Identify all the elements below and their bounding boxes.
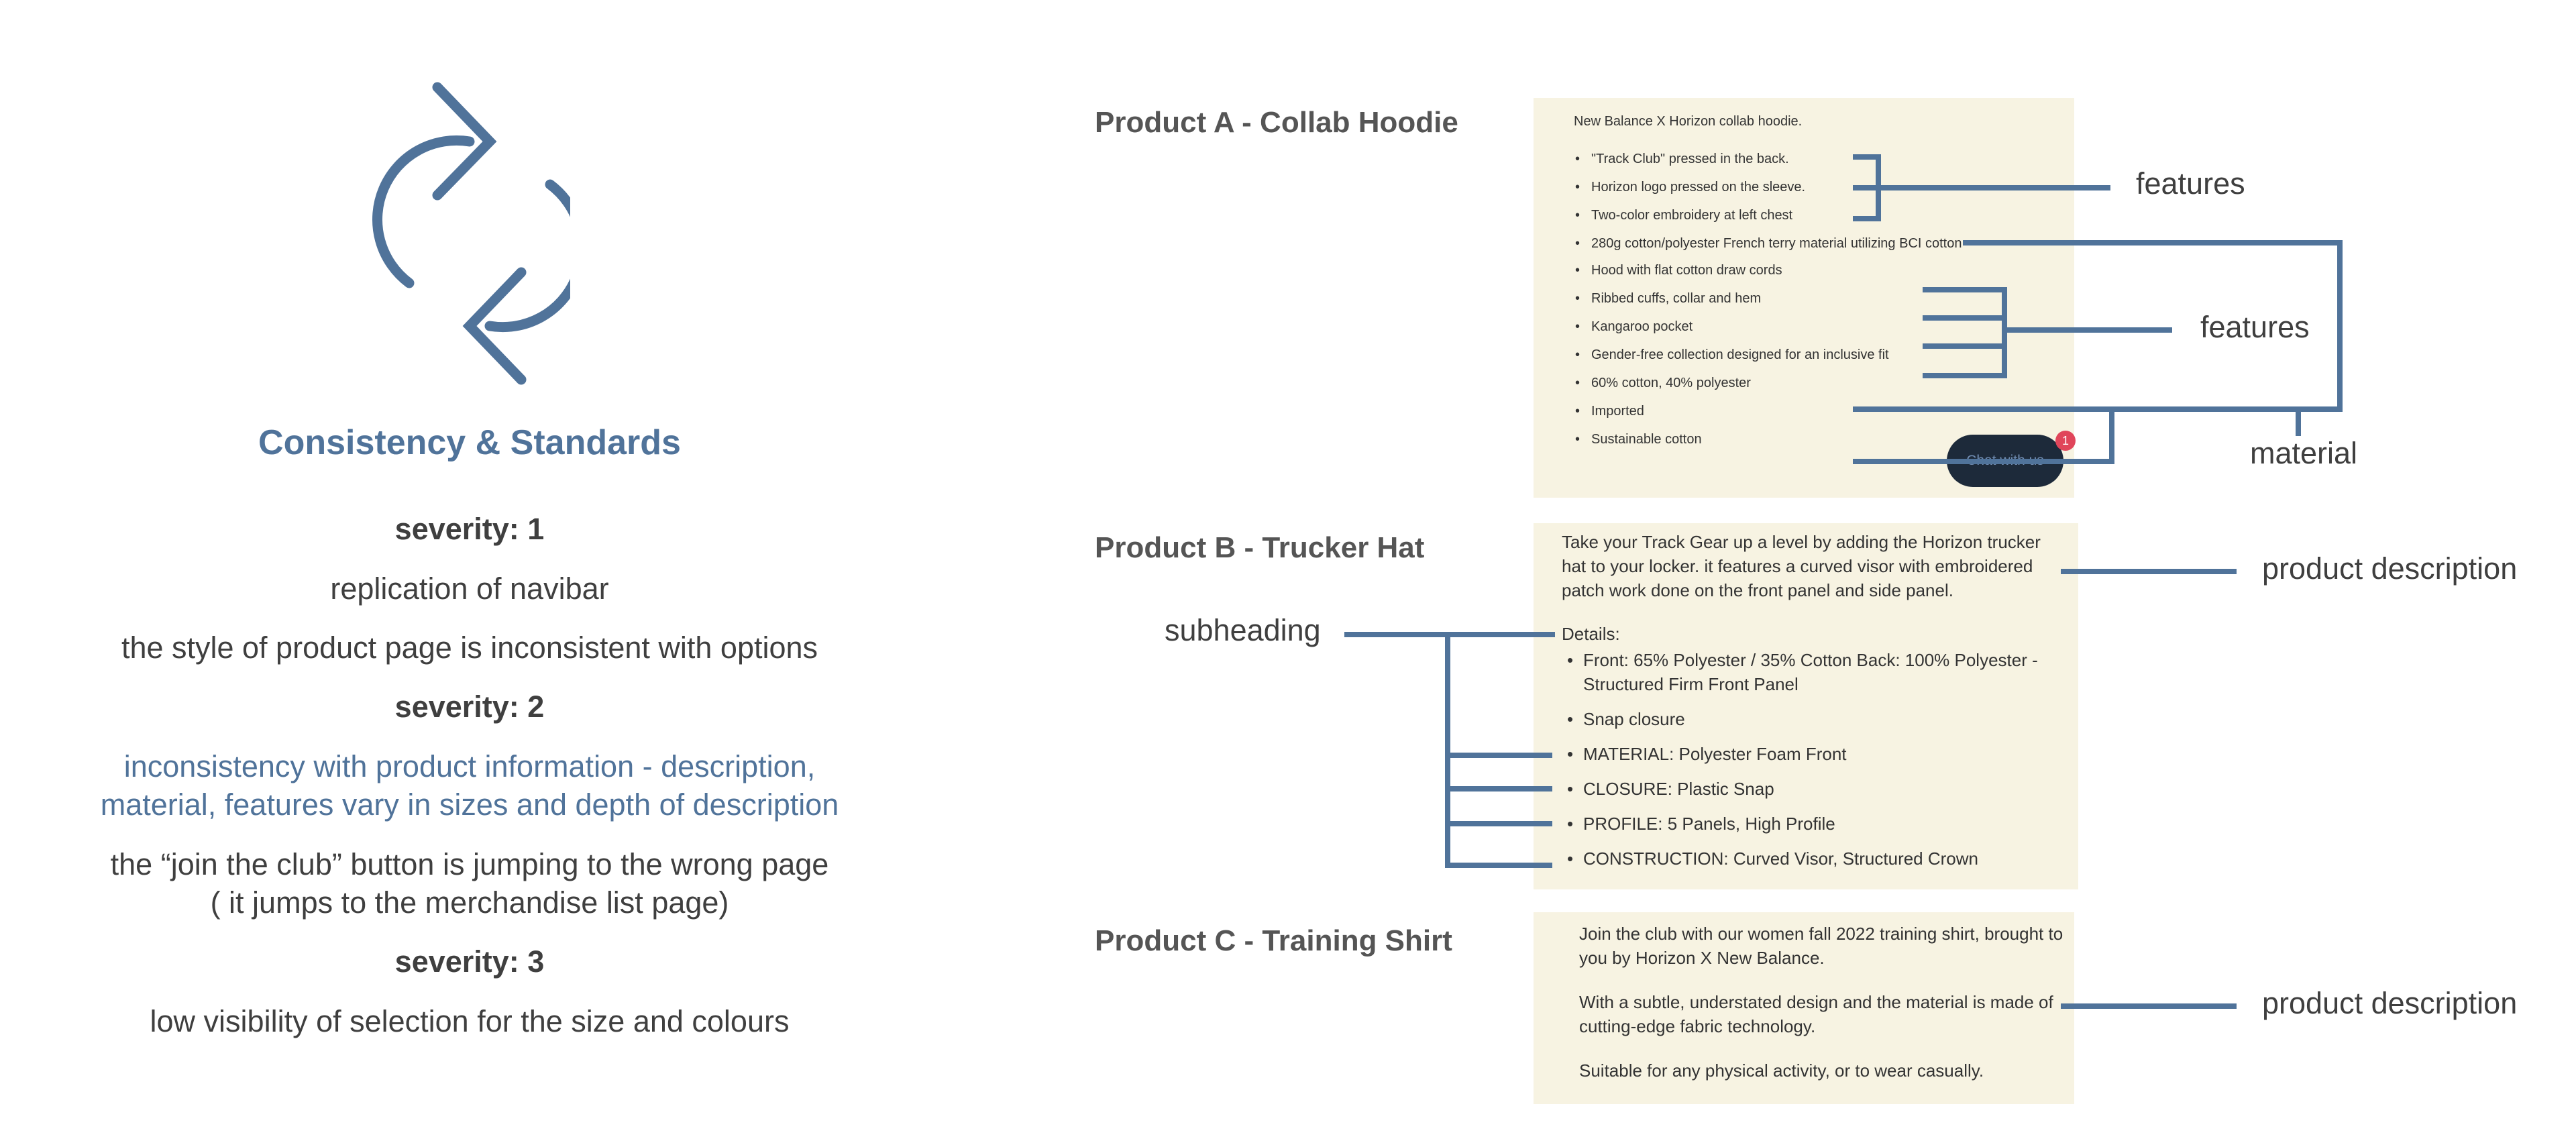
heuristic-summary-panel: Consistency & Standards severity: 1 repl… [0, 0, 939, 1147]
list-item: Front: 65% Polyester / 35% Cotton Back: … [1567, 648, 2053, 696]
product-c-title: Product C - Training Shirt [1095, 924, 1452, 957]
list-item: Horizon logo pressed on the sleeve. [1575, 178, 1967, 196]
list-item: PROFILE: 5 Panels, High Profile [1567, 812, 2053, 836]
list-item: Sustainable cotton [1575, 431, 1967, 448]
product-b-bullet-list: Front: 65% Polyester / 35% Cotton Back: … [1567, 648, 2053, 881]
severity-2-issue-join-line1: the “join the club” button is jumping to… [110, 847, 829, 881]
annotation-product-description-b: product description [2262, 551, 2518, 586]
severity-2-issue-info-line1: inconsistency with product information -… [123, 749, 816, 783]
list-item: Two-color embroidery at left chest [1575, 207, 1967, 224]
list-item: 280g cotton/polyester French terry mater… [1575, 235, 1967, 252]
subheading-bracket [1344, 632, 1555, 868]
chat-with-us-button[interactable]: Chat with us [1947, 435, 2063, 487]
severity-2-heading: severity: 2 [394, 690, 545, 724]
list-item: Hood with flat cotton draw cords [1575, 262, 1967, 279]
product-a-bullet-list: "Track Club" pressed in the back. Horizo… [1575, 150, 1967, 459]
notification-badge: 1 [2055, 431, 2076, 451]
product-c-paragraph-2: With a subtle, understated design and th… [1579, 992, 2053, 1036]
product-b-title: Product B - Trucker Hat [1095, 531, 1425, 564]
list-item: CONSTRUCTION: Curved Visor, Structured C… [1567, 846, 2053, 871]
severity-2-issue-join-line2: ( it jumps to the merchandise list page) [210, 885, 729, 920]
product-c-paragraph-3: Suitable for any physical activity, or t… [1579, 1060, 1984, 1081]
sync-arrows-icon [372, 82, 570, 385]
annotation-product-description-c: product description [2262, 986, 2518, 1020]
product-b-description: Take your Track Gear up a level by addin… [1562, 532, 2041, 600]
annotation-material: material [2250, 436, 2358, 470]
severity-3-heading: severity: 3 [394, 944, 545, 979]
product-a-title: Product A - Collab Hoodie [1095, 106, 1458, 139]
annotation-subheading: subheading [1165, 613, 1321, 647]
list-item: Imported [1575, 402, 1967, 420]
list-item: MATERIAL: Polyester Foam Front [1567, 742, 2053, 766]
severity-1-heading: severity: 1 [394, 512, 545, 546]
product-b-panel: Take your Track Gear up a level by addin… [1534, 523, 2078, 889]
severity-1-issue-navbar: replication of navibar [330, 571, 609, 606]
list-item: Snap closure [1567, 707, 2053, 731]
product-c-paragraph-1: Join the club with our women fall 2022 t… [1579, 924, 2063, 968]
annotation-features-2: features [2200, 310, 2310, 344]
product-c-panel: Join the club with our women fall 2022 t… [1534, 912, 2074, 1104]
list-item: Kangaroo pocket [1575, 318, 1967, 335]
severity-2-issue-info-line2: material, features vary in sizes and dep… [100, 787, 839, 822]
product-a-intro: New Balance X Horizon collab hoodie. [1574, 114, 1803, 129]
severity-3-issue-visibility: low visibility of selection for the size… [150, 1004, 790, 1038]
severity-1-issue-style: the style of product page is inconsisten… [121, 631, 818, 665]
list-item: Gender-free collection designed for an i… [1575, 346, 1967, 364]
list-item: 60% cotton, 40% polyester [1575, 374, 1967, 392]
list-item: Ribbed cuffs, collar and hem [1575, 290, 1967, 307]
annotation-features-1: features [2136, 166, 2245, 201]
product-b-details-subheading: Details: [1562, 624, 1620, 644]
heuristic-title: Consistency & Standards [258, 423, 681, 462]
list-item: "Track Club" pressed in the back. [1575, 150, 1967, 168]
list-item: CLOSURE: Plastic Snap [1567, 777, 2053, 801]
